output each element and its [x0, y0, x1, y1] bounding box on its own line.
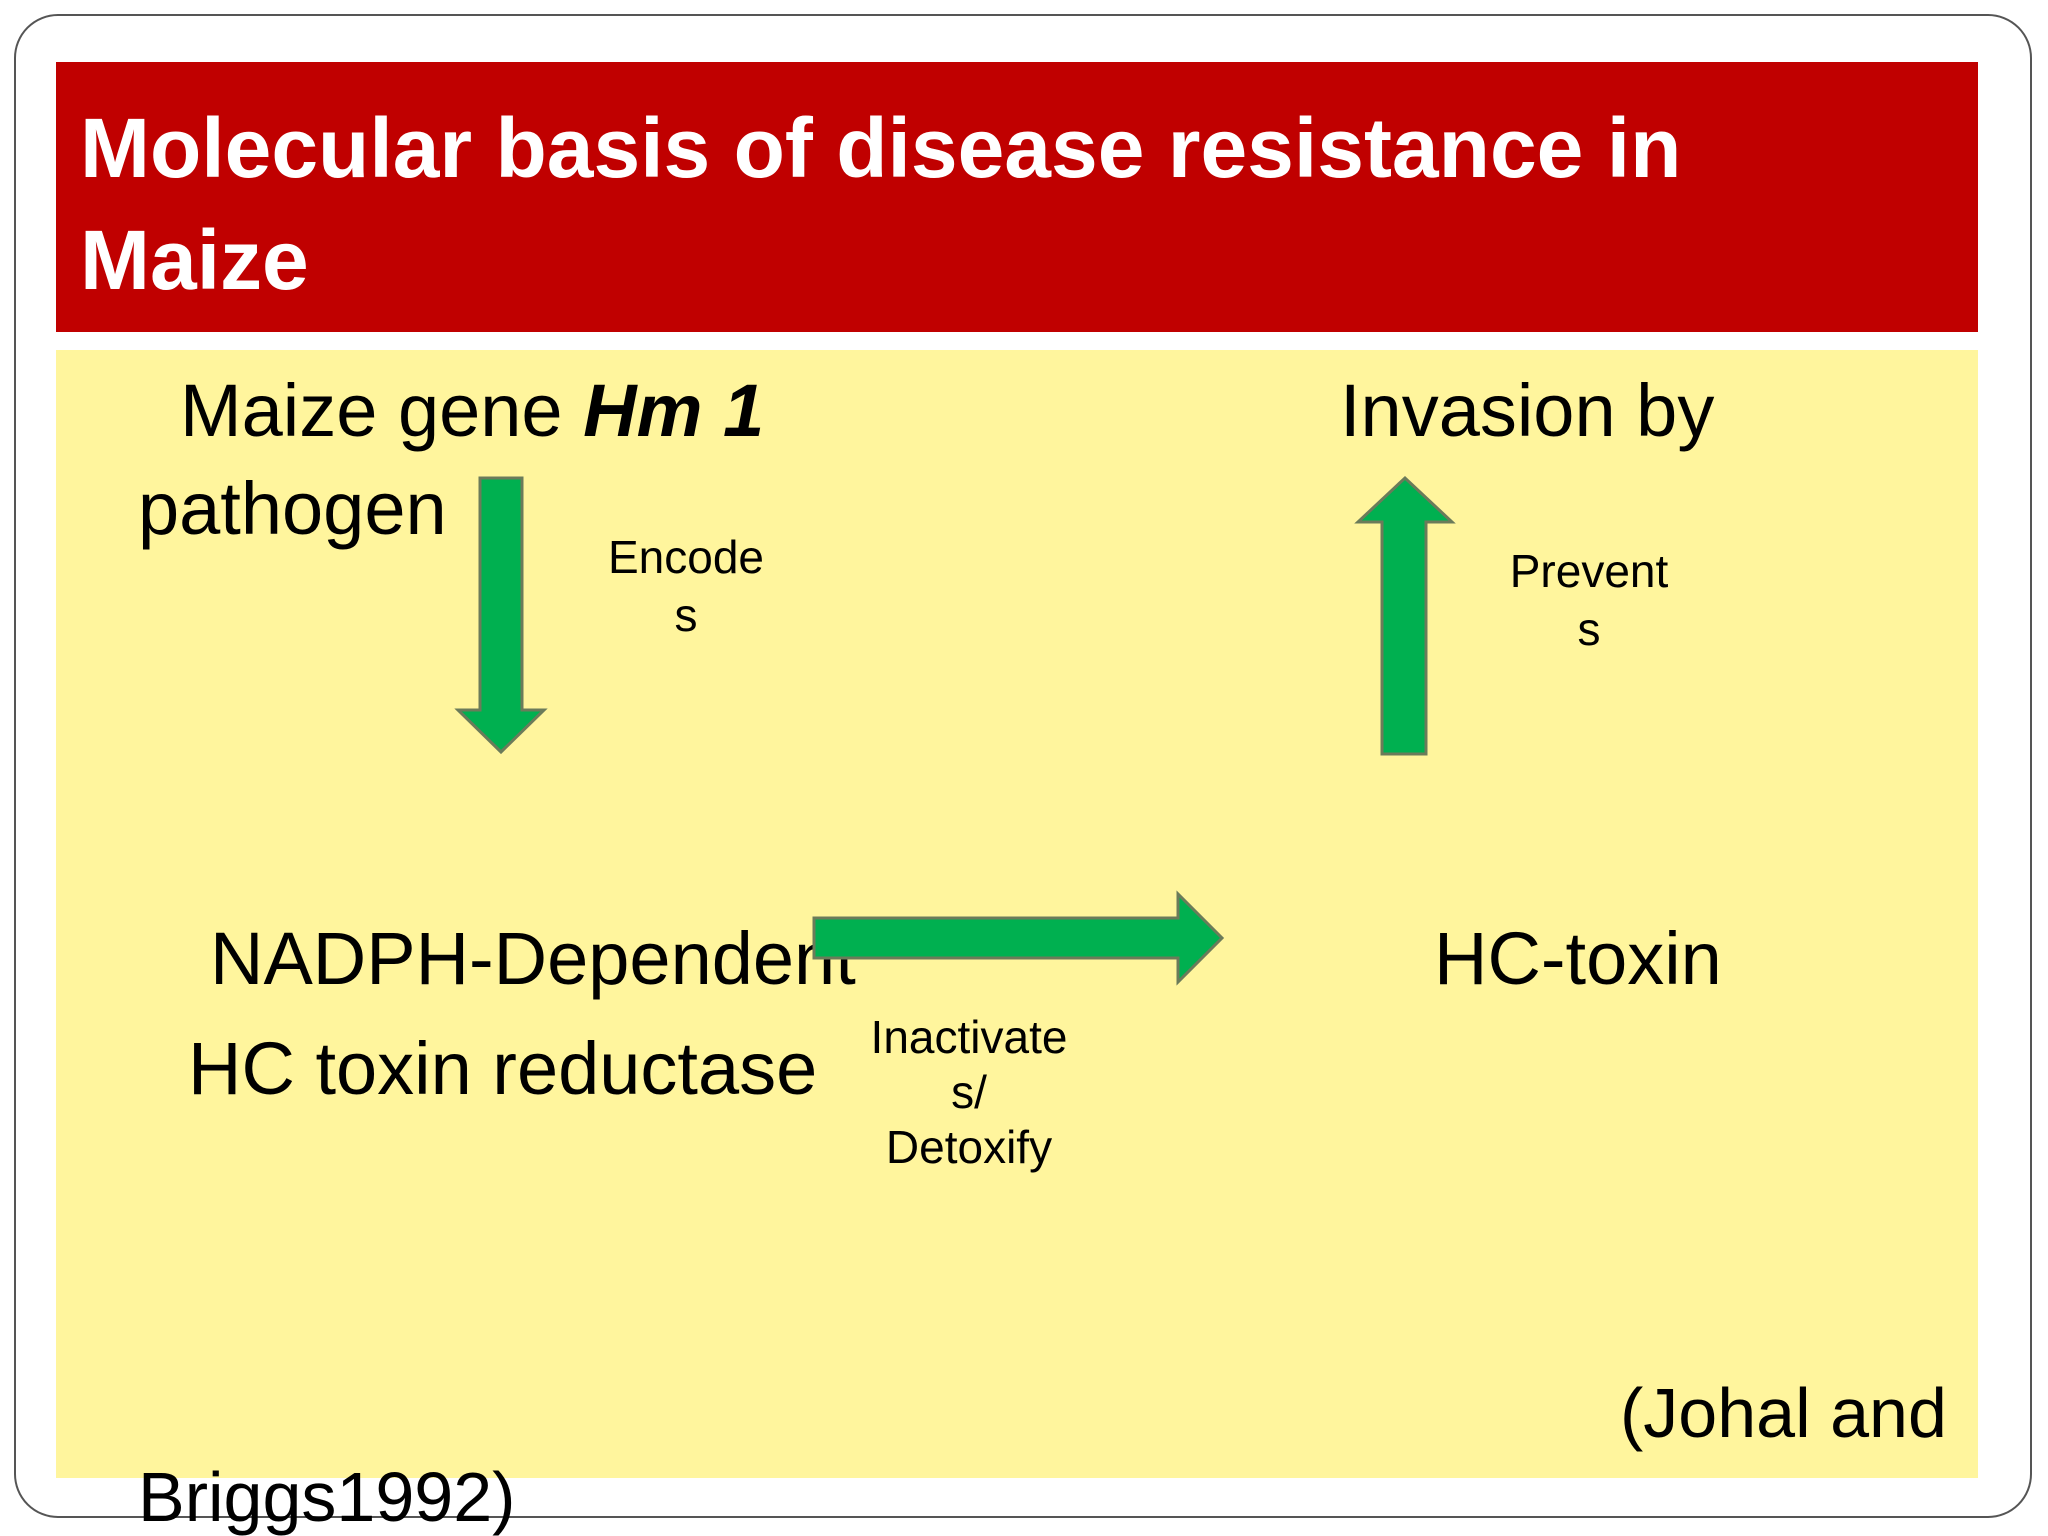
encodes-label: Encode s: [596, 528, 776, 644]
title-line-1: Molecular basis of disease resistance in: [80, 101, 1682, 195]
slide-title: Molecular basis of disease resistance in…: [80, 92, 1960, 316]
prevents-label: Prevent s: [1496, 542, 1682, 658]
title-bar: [56, 62, 1978, 332]
citation-line-2: Briggs1992): [138, 1458, 516, 1536]
prevents-line-2: s: [1577, 603, 1601, 655]
gene-name: Hm 1: [583, 369, 765, 452]
inactivates-line-1: Inactivate: [870, 1011, 1068, 1063]
enzyme-node-line-2: HC toxin reductase: [188, 1027, 818, 1110]
prevents-line-1: Prevent: [1509, 545, 1669, 597]
inactivates-label: Inactivate s/ Detoxify: [866, 1010, 1072, 1175]
encodes-line-1: Encode: [607, 531, 764, 583]
inactivates-line-3: Detoxify: [885, 1121, 1053, 1173]
gene-node: Maize gene Hm 1: [180, 368, 764, 454]
citation-line-1: (Johal and: [1620, 1374, 1947, 1452]
toxin-node: HC-toxin: [1434, 917, 1722, 1000]
invasion-node: Invasion by: [1340, 369, 1715, 452]
pathogen-label: pathogen: [138, 467, 447, 550]
gene-prefix: Maize gene: [180, 369, 584, 452]
title-line-2: Maize: [80, 213, 309, 307]
enzyme-node-line-1: NADPH-Dependent: [210, 917, 856, 1000]
encodes-line-2: s: [674, 589, 698, 641]
inactivates-line-2: s/: [951, 1066, 987, 1118]
